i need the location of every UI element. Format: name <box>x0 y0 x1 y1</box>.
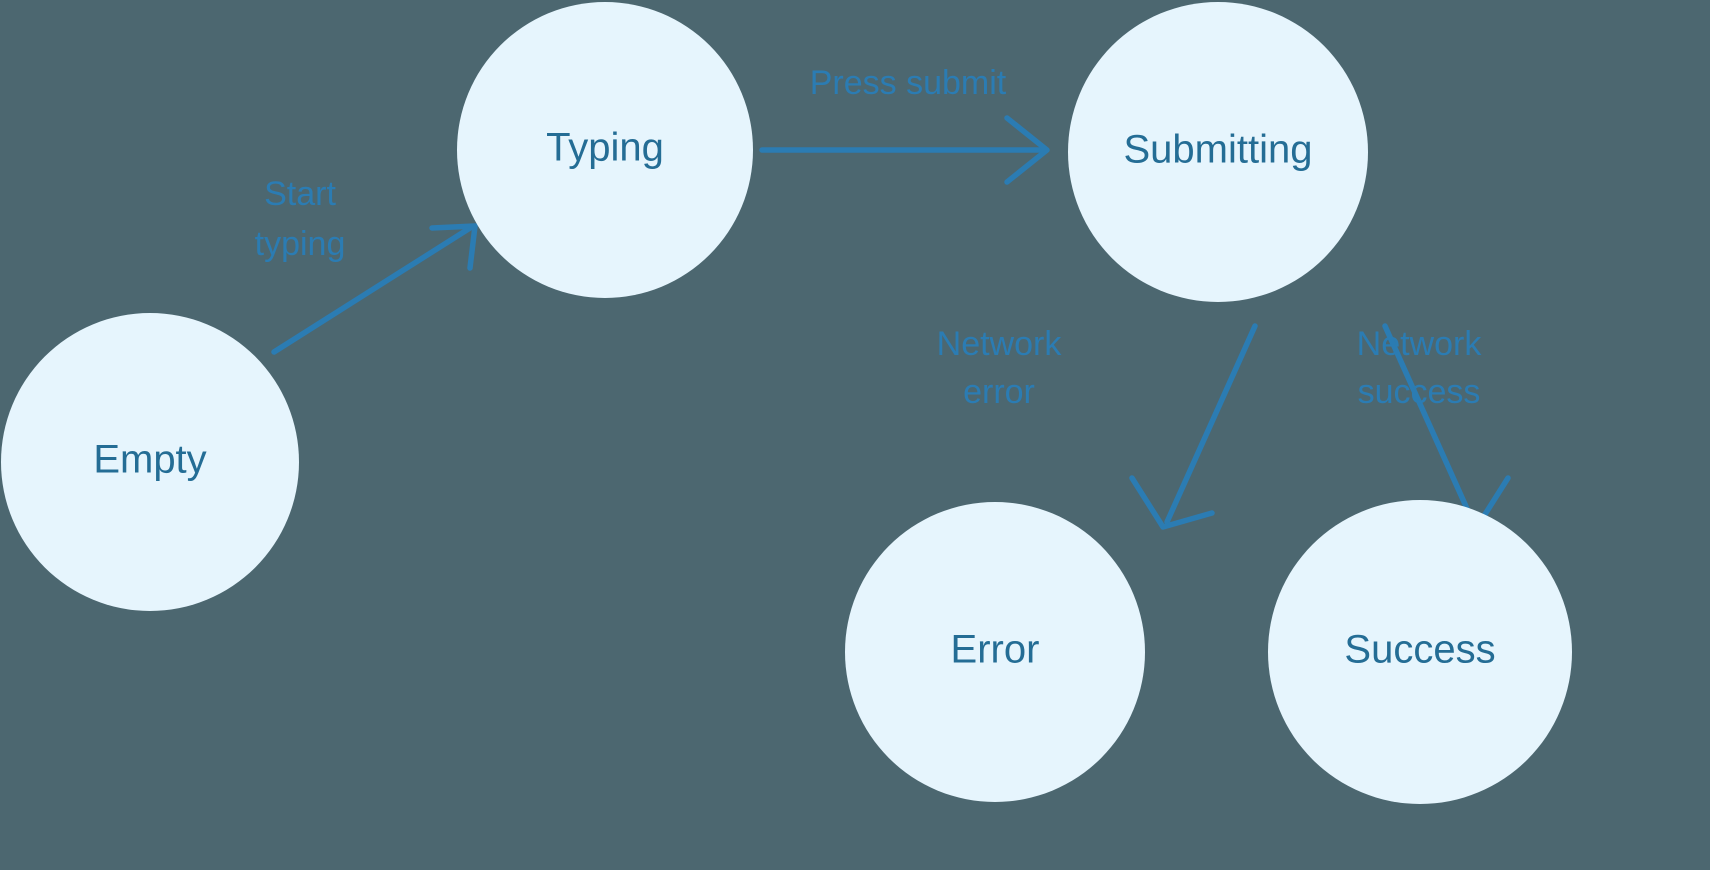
node-label-error: Error <box>951 628 1040 672</box>
edge-line <box>1382 323 1476 525</box>
edge-label-line: Press submit <box>810 64 1007 102</box>
edge-line <box>1164 323 1258 525</box>
edge-submitting-to-error <box>1129 323 1258 530</box>
edge-label-submitting-to-success: Network success <box>1357 325 1483 411</box>
edge-label-line: Network <box>1357 325 1483 363</box>
edge-label-typing-to-submitting: Press submit <box>810 64 1007 102</box>
edge-label-line: success <box>1358 373 1481 411</box>
node-label-submitting: Submitting <box>1124 128 1313 172</box>
edge-line <box>271 225 473 355</box>
edge-label-line: Start <box>264 175 336 213</box>
node-circle[interactable] <box>1268 500 1572 804</box>
edge-typing-to-submitting <box>759 115 1050 185</box>
arrowhead-icon <box>1004 115 1050 185</box>
edge-label-line: typing <box>255 225 346 263</box>
edge-label-submitting-to-error: Network error <box>937 325 1063 411</box>
edge-label-line: error <box>963 373 1035 411</box>
node-label-success: Success <box>1344 628 1495 672</box>
node-empty[interactable]: Empty <box>1 313 299 611</box>
node-error[interactable]: Error <box>845 502 1145 802</box>
node-typing[interactable]: Typing <box>457 2 753 298</box>
edge-label-empty-to-typing: Start typing <box>255 175 346 263</box>
node-submitting[interactable]: Submitting <box>1068 2 1368 302</box>
arrowhead-icon <box>1129 475 1215 530</box>
node-success[interactable]: Success <box>1268 500 1572 804</box>
node-label-empty: Empty <box>93 438 206 482</box>
node-circle[interactable] <box>1 313 299 611</box>
node-label-typing: Typing <box>546 126 664 170</box>
node-circle[interactable] <box>1068 2 1368 302</box>
edge-empty-to-typing <box>271 223 478 355</box>
arrowhead-icon <box>429 223 478 271</box>
node-circle[interactable] <box>457 2 753 298</box>
edge-label-line: Network <box>937 325 1063 363</box>
node-circle[interactable] <box>845 502 1145 802</box>
